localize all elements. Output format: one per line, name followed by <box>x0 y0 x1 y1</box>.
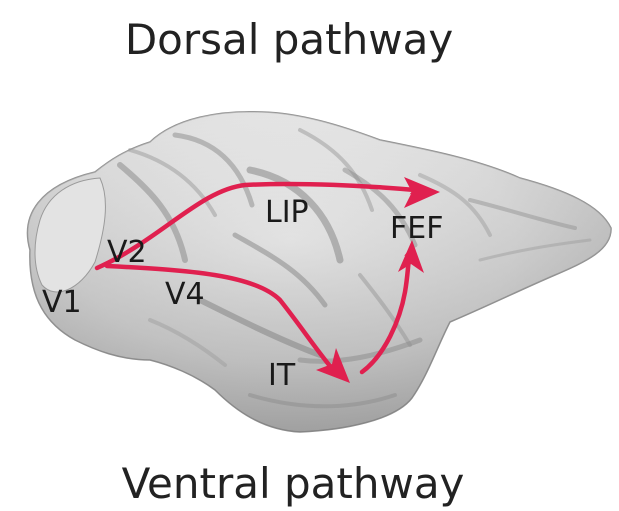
label-v4: V4 <box>165 277 205 312</box>
label-lip: LIP <box>265 195 309 230</box>
brain-shading <box>28 112 612 432</box>
label-v2: V2 <box>107 235 147 270</box>
label-it: IT <box>268 358 296 393</box>
ventral-pathway-title: Ventral pathway <box>122 459 465 508</box>
brain-surface <box>28 112 612 432</box>
label-fef: FEF <box>390 211 443 246</box>
dorsal-pathway-title: Dorsal pathway <box>125 15 453 64</box>
label-v1: V1 <box>42 285 82 320</box>
